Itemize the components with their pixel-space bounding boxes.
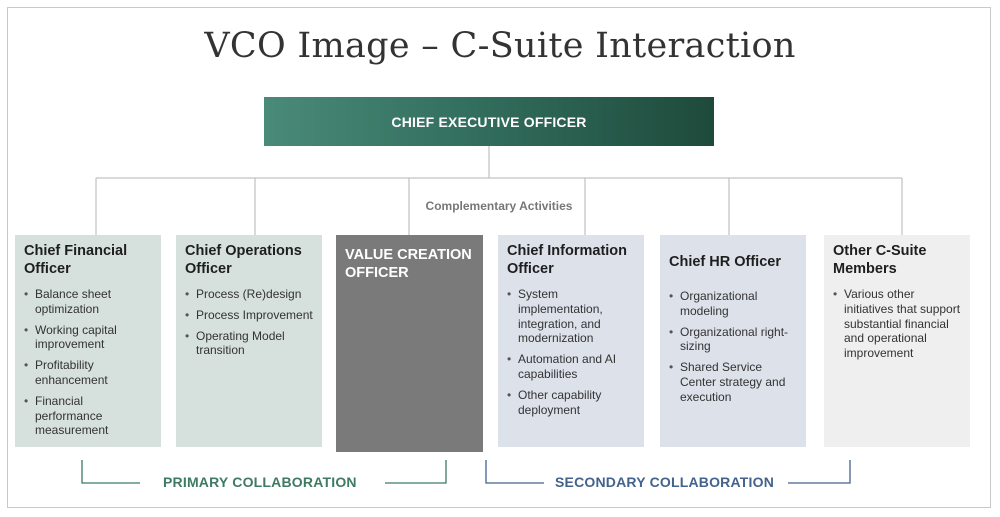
chro-bullet-list: Organizational modeling Organizational r… xyxy=(669,289,798,405)
cfo-bullet-list: Balance sheet optimization Working capit… xyxy=(24,287,153,438)
ceo-box: CHIEF EXECUTIVE OFFICER xyxy=(264,97,714,146)
coo-bullet: Process (Re)design xyxy=(185,287,314,302)
cio-card: Chief Information Officer System impleme… xyxy=(498,235,644,447)
cio-bullet-list: System implementation, integration, and … xyxy=(507,287,636,417)
primary-collaboration-label: PRIMARY COLLABORATION xyxy=(159,474,361,490)
chro-bullet: Organizational right-sizing xyxy=(669,325,798,355)
coo-card: Chief Operations Officer Process (Re)des… xyxy=(176,235,322,447)
cio-bullet: Other capability deployment xyxy=(507,388,636,418)
chro-card: Chief HR Officer Organizational modeling… xyxy=(660,235,806,447)
coo-bullet: Operating Model transition xyxy=(185,329,314,359)
cfo-bullet: Profitability enhancement xyxy=(24,358,153,388)
chro-bullet: Shared Service Center strategy and execu… xyxy=(669,360,798,404)
primary-bracket xyxy=(81,460,447,484)
other-csuite-bullet: Various other initiatives that support s… xyxy=(833,287,962,361)
chro-title: Chief HR Officer xyxy=(669,254,781,270)
vco-box: VALUE CREATION OFFICER xyxy=(336,235,483,452)
other-csuite-card: Other C-Suite Members Various other init… xyxy=(824,235,970,447)
cio-bullet: Automation and AI capabilities xyxy=(507,352,636,382)
cfo-bullet: Working capital improvement xyxy=(24,323,153,353)
complementary-activities-label: Complementary Activities xyxy=(416,199,582,213)
other-csuite-bullet-list: Various other initiatives that support s… xyxy=(833,287,962,361)
cfo-card: Chief Financial Officer Balance sheet op… xyxy=(15,235,161,447)
chro-bullet: Organizational modeling xyxy=(669,289,798,319)
coo-title: Chief Operations Officer xyxy=(185,243,302,277)
cfo-bullet: Balance sheet optimization xyxy=(24,287,153,317)
diagram-title: VCO Image – C-Suite Interaction xyxy=(204,26,796,66)
coo-bullet: Process Improvement xyxy=(185,308,314,323)
coo-bullet-list: Process (Re)design Process Improvement O… xyxy=(185,287,314,358)
other-csuite-title: Other C-Suite Members xyxy=(833,243,927,277)
cfo-bullet: Financial performance measurement xyxy=(24,394,153,438)
cio-bullet: System implementation, integration, and … xyxy=(507,287,636,346)
cfo-title: Chief Financial Officer xyxy=(24,243,128,277)
secondary-bracket xyxy=(485,460,851,484)
diagram-frame xyxy=(7,7,991,508)
cio-title: Chief Information Officer xyxy=(507,243,628,277)
secondary-collaboration-label: SECONDARY COLLABORATION xyxy=(551,474,779,490)
